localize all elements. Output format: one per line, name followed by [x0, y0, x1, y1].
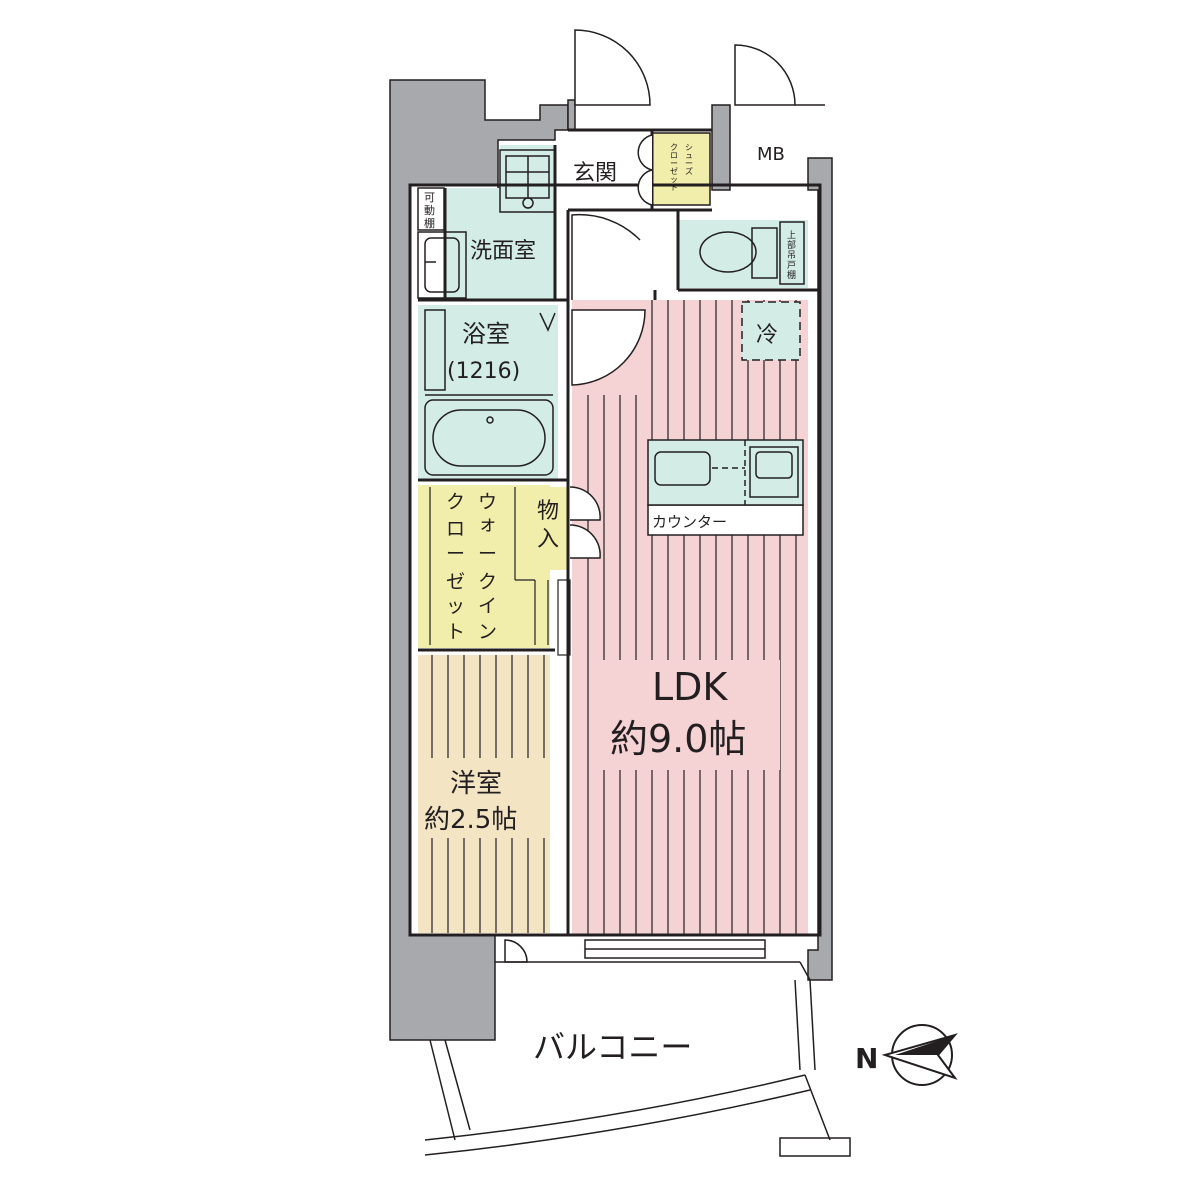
svg-text:ン: ン — [478, 621, 497, 643]
svg-text:ロ: ロ — [446, 518, 465, 540]
walkin-closet-label: ウ ォ ー ク イ ン ク ロ ー ゼ ッ ト — [446, 491, 497, 643]
svg-text:ッ: ッ — [670, 175, 678, 184]
svg-text:ク: ク — [478, 571, 497, 593]
western-size-label: 約2.5帖 — [424, 805, 517, 835]
shoe-closet-label: シ ュ ー ズ ク ロ ー ゼ ッ ト — [670, 143, 693, 192]
svg-text:ト: ト — [670, 183, 678, 192]
svg-text:ク: ク — [446, 491, 465, 513]
svg-text:イ: イ — [478, 595, 497, 617]
svg-text:吊: 吊 — [787, 250, 796, 261]
kitchen-counter-icon — [647, 439, 804, 506]
bathtub-icon — [424, 309, 556, 476]
svg-text:ズ: ズ — [685, 166, 693, 176]
svg-text:ッ: ッ — [446, 595, 465, 617]
washbasin-icon — [417, 231, 467, 299]
toilet-icon — [699, 221, 805, 285]
svg-text:部: 部 — [787, 239, 796, 251]
svg-text:物: 物 — [537, 499, 559, 524]
svg-text:入: 入 — [537, 527, 559, 552]
svg-text:棚: 棚 — [787, 269, 796, 281]
storage-label: 物 入 — [537, 499, 559, 552]
interior-walls — [408, 128, 822, 937]
balcony-label: バルコニー — [533, 1028, 692, 1066]
bathroom-label: 浴室 — [462, 320, 510, 348]
closet-shelves — [429, 487, 571, 656]
ldk-size-label: 約9.0帖 — [610, 717, 746, 761]
movable-shelf — [417, 187, 445, 231]
bathroom-size-label: (1216) — [447, 359, 520, 384]
washroom-label: 洗面室 — [470, 239, 536, 264]
mb-label: MB — [757, 144, 785, 165]
svg-text:ー: ー — [446, 543, 465, 565]
svg-text:可: 可 — [424, 191, 435, 204]
svg-text:動: 動 — [424, 203, 435, 217]
doors — [504, 29, 825, 963]
compass-north-label: N — [855, 1042, 878, 1075]
svg-text:棚: 棚 — [424, 216, 435, 230]
western-name-label: 洋室 — [450, 769, 502, 799]
svg-text:ト: ト — [446, 621, 465, 643]
storage-fill — [532, 487, 568, 570]
upper-cabinet-label: 上 部 吊 戸 棚 — [787, 230, 796, 281]
balcony-window — [584, 939, 766, 959]
compass-icon — [881, 1024, 958, 1086]
shoe-closet-fill — [651, 132, 711, 206]
svg-text:シ: シ — [685, 143, 693, 152]
ldk-fill — [572, 300, 808, 935]
svg-text:ー: ー — [685, 159, 693, 168]
svg-text:ー: ー — [478, 543, 497, 565]
svg-text:ー: ー — [670, 159, 678, 168]
walkin-closet-fill — [418, 485, 550, 648]
svg-text:戸: 戸 — [787, 260, 796, 271]
svg-text:ォ: ォ — [478, 513, 497, 535]
counter-label: カウンター — [652, 513, 727, 531]
svg-text:ク: ク — [670, 143, 678, 152]
entrance-label: 玄関 — [573, 161, 617, 186]
svg-text:ゼ: ゼ — [446, 571, 465, 593]
fridge-label: 冷 — [756, 323, 778, 348]
movable-shelf-label: 可 動 棚 — [424, 191, 435, 230]
svg-text:ゼ: ゼ — [670, 166, 678, 176]
balcony — [424, 961, 851, 1157]
bathroom-fill — [418, 305, 558, 480]
svg-text:ウ: ウ — [478, 491, 497, 513]
fridge-space — [741, 301, 801, 361]
ldk-name-label: LDK — [652, 665, 728, 709]
svg-text:上: 上 — [787, 230, 796, 241]
ldk-floor-stripes — [587, 300, 797, 935]
washer-pan-icon — [499, 149, 556, 213]
svg-text:ュ: ュ — [685, 151, 693, 160]
svg-text:ロ: ロ — [670, 151, 678, 160]
